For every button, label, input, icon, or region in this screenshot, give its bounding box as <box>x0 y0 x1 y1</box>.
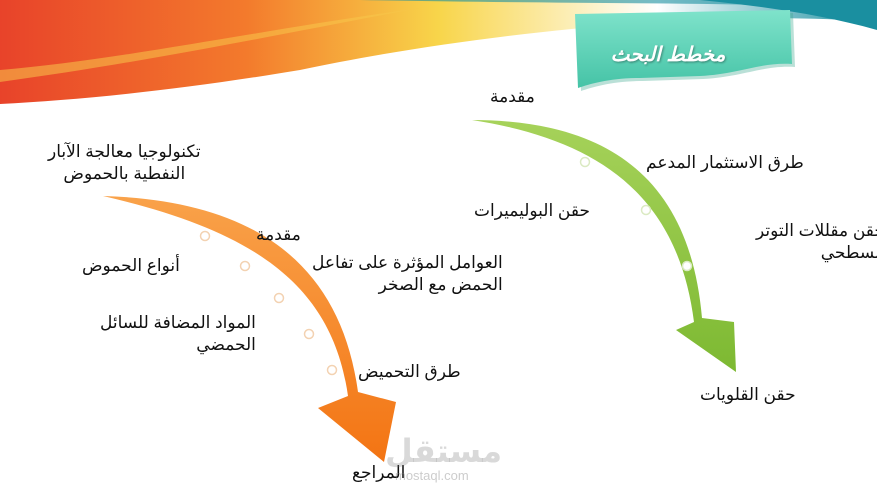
title-box <box>575 10 795 91</box>
right-heading: مقدمة <box>490 87 535 106</box>
circle-bullet-icon <box>239 260 251 272</box>
left-item-3-line-1: العوامل المؤثرة على تفاعل <box>312 253 503 272</box>
circle-bullet-icon <box>326 364 338 376</box>
left-item-4-line-1: المواد المضافة للسائل <box>100 313 256 332</box>
circle-bullet-icon <box>273 292 285 304</box>
top-banner <box>0 0 877 104</box>
right-end: حقن القلويات <box>700 385 796 404</box>
orange-arrow <box>103 196 396 462</box>
green-bullets <box>579 156 693 272</box>
left-item-3-line-2: الحمض مع الصخر <box>378 275 503 294</box>
right-item-2: حقن البوليميرات <box>474 201 590 220</box>
right-item-1: طرق الاستثمار المدعم <box>646 153 804 172</box>
left-item-5: طرق التحميض <box>358 362 461 381</box>
watermark-url: mostaql.com <box>395 468 469 483</box>
left-end: المراجع <box>352 463 406 482</box>
circle-bullet-icon <box>681 260 693 272</box>
left-heading-line-2: النفطية بالحموض <box>63 164 186 183</box>
left-item-3: العوامل المؤثرة على تفاعل الحمض مع الصخر <box>312 252 503 296</box>
left-heading: تكنولوجيا معالجة الآبار النفطية بالحموض <box>48 141 201 185</box>
left-heading-line-1: تكنولوجيا معالجة الآبار <box>48 142 201 161</box>
left-item-2: أنواع الحموض <box>82 256 180 275</box>
right-item-3: حقن مقللات التوتر السطحي <box>756 220 877 264</box>
page-title: مخطط البحث <box>610 44 726 66</box>
circle-bullet-icon <box>579 156 591 168</box>
circle-bullet-icon <box>199 230 211 242</box>
left-item-4-line-2: الحمضي <box>196 335 256 354</box>
orange-bullets <box>199 230 338 376</box>
right-item-3-line-2: السطحي <box>820 243 877 262</box>
left-item-1: مقدمة <box>256 225 301 244</box>
circle-bullet-icon <box>640 204 652 216</box>
watermark-logo: مستقل <box>385 432 503 470</box>
green-arrow <box>472 120 736 372</box>
left-item-4: المواد المضافة للسائل الحمضي <box>100 312 256 356</box>
circle-bullet-icon <box>303 328 315 340</box>
right-item-3-line-1: حقن مقللات التوتر <box>756 221 877 240</box>
